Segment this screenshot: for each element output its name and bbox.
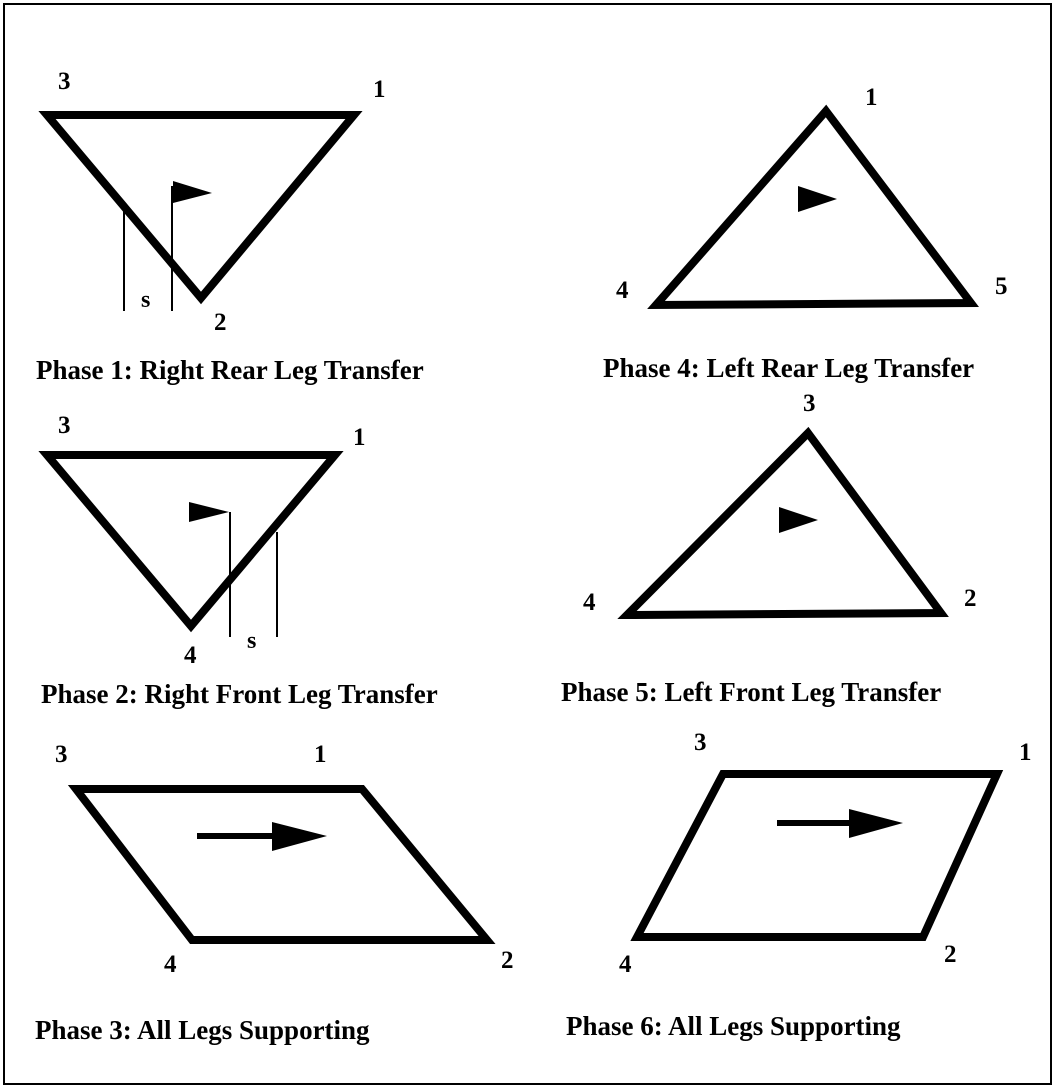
phase5-vertex-label-2: 2 xyxy=(964,585,977,612)
phase4-caption: Phase 4: Left Rear Leg Transfer xyxy=(603,353,974,383)
diagram-frame xyxy=(3,3,1052,1085)
phase2-margin-label: s xyxy=(247,628,256,654)
phase3-vertex-label-2: 2 xyxy=(501,947,514,974)
phase6-vertex-label-4: 4 xyxy=(619,951,632,978)
phase6-vertex-label-3: 3 xyxy=(694,729,707,756)
phase5-caption: Phase 5: Left Front Leg Transfer xyxy=(561,677,941,707)
phase1-vertex-label-3: 3 xyxy=(58,68,71,95)
phase5-direction-icon xyxy=(779,507,818,533)
phase1-margin-label: s xyxy=(141,287,150,313)
phase2-vertex-label-4: 4 xyxy=(184,642,197,669)
phase4-vertex-label-1: 1 xyxy=(865,84,878,111)
phase1-vertex-label-1: 1 xyxy=(373,76,386,103)
phase3-vertex-label-1: 1 xyxy=(314,741,327,768)
phase3-support-quad xyxy=(67,785,496,944)
phase5-vertex-label-3: 3 xyxy=(803,390,816,417)
phase2-support-triangle xyxy=(38,451,344,633)
phase6-caption: Phase 6: All Legs Supporting xyxy=(566,1011,901,1041)
phase4-vertex-label-5: 5 xyxy=(995,273,1008,300)
phase3-vertex-label-4: 4 xyxy=(164,951,177,978)
phase5-support-triangle xyxy=(617,426,949,620)
phase6-arrow-right-icon xyxy=(777,809,903,838)
phase1-flag-icon xyxy=(173,181,212,203)
phase1-vertex-label-2: 2 xyxy=(214,309,227,336)
phase2-vertex-label-1: 1 xyxy=(353,424,366,451)
phase6-vertex-label-2: 2 xyxy=(944,941,957,968)
phase6-support-quad xyxy=(630,770,1004,941)
phase6-vertex-label-1: 1 xyxy=(1019,739,1032,766)
phase3-caption: Phase 3: All Legs Supporting xyxy=(35,1015,370,1045)
phase2-flag-icon xyxy=(189,502,229,522)
phase4-support-triangle xyxy=(647,104,979,310)
phase3-arrow-right-icon xyxy=(197,822,327,851)
phase4-vertex-label-4: 4 xyxy=(616,277,629,304)
phase4-direction-icon xyxy=(798,186,837,212)
phase5-vertex-label-4: 4 xyxy=(583,589,596,616)
phase1-caption: Phase 1: Right Rear Leg Transfer xyxy=(36,355,424,385)
phase3-vertex-label-3: 3 xyxy=(55,741,68,768)
phase1-support-triangle xyxy=(38,111,363,305)
phase2-vertex-label-3: 3 xyxy=(58,412,71,439)
phase2-caption: Phase 2: Right Front Leg Transfer xyxy=(41,679,438,709)
